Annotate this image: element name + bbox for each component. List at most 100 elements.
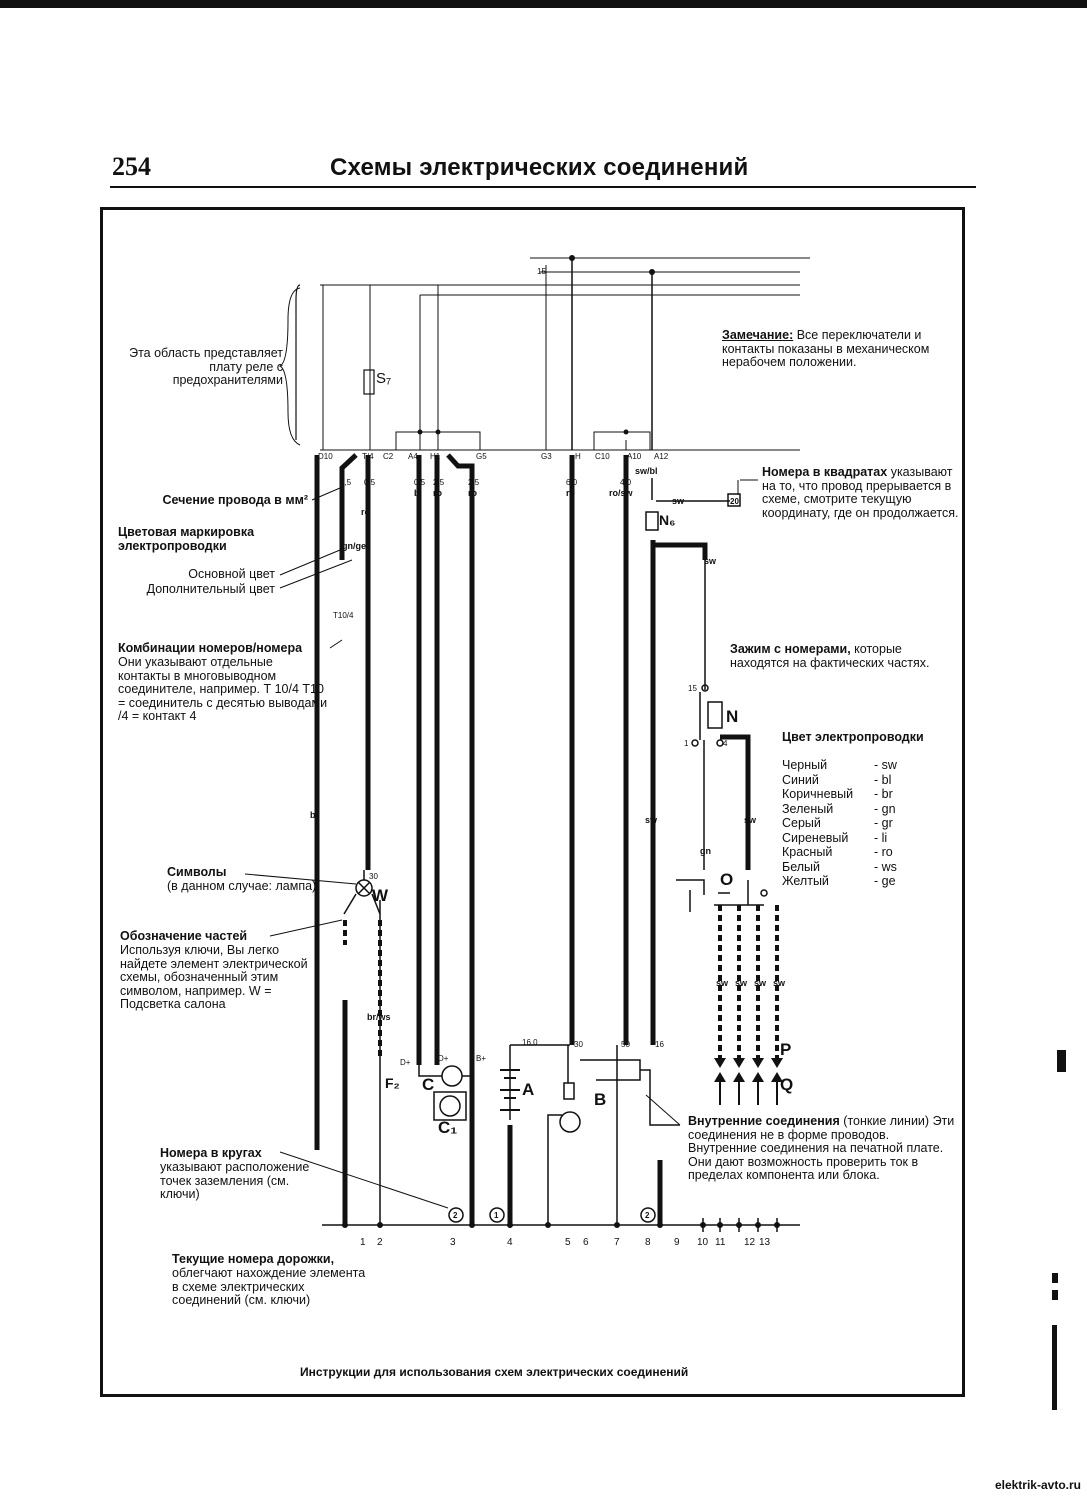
terminal-label: 16 <box>655 1040 664 1049</box>
clamp-block: Зажим с номерами, которые находятся на ф… <box>730 642 930 670</box>
color-row: Сиреневый- li <box>782 830 888 845</box>
terminal-label: 50 <box>621 1040 630 1049</box>
wire-code: sw <box>744 815 757 825</box>
margin-mark <box>1052 1273 1058 1283</box>
wire-code: ro <box>468 488 477 498</box>
wire-code: sw <box>754 978 767 988</box>
ground-label: 1 <box>494 1211 499 1220</box>
terminal-label: 30 <box>369 872 378 881</box>
symbols-text: (в данном случае: лампа) <box>167 879 317 893</box>
page-number: 254 <box>112 152 151 181</box>
tracks-text: облегчают нахождение элемента в схеме эл… <box>172 1266 366 1307</box>
main-color-label: Основной цвет <box>188 567 275 581</box>
pin-label: C2 <box>383 452 394 461</box>
color-row: Серый- gr <box>782 816 893 830</box>
wire-code: bl <box>414 488 422 498</box>
wire-code: gn/ge <box>342 541 366 551</box>
section-label: 6,0 <box>566 478 578 487</box>
wire-colors-title: Цвет электропроводки <box>782 730 924 744</box>
circles-title: Номера в кругах <box>160 1146 262 1160</box>
pin-label: A10 <box>627 452 642 461</box>
squares-title: Номера в квадратах <box>762 465 888 479</box>
terminal-label: 16,0 <box>522 1038 538 1047</box>
clamp-text: которые находятся на фактических частях. <box>730 642 930 670</box>
pin-label: H <box>575 452 581 461</box>
pin-label: D10 <box>318 452 333 461</box>
internal-sub: (тонкие линии) <box>843 1114 930 1128</box>
color-row: Белый- ws <box>782 859 897 874</box>
part-b: B <box>594 1090 607 1109</box>
section-label: 0,5 <box>364 478 376 487</box>
section-label: 2,5 <box>468 478 480 487</box>
parts-text: Используя ключи, Вы легко найдете элемен… <box>120 943 308 1011</box>
wire-code: gn <box>700 846 711 856</box>
track-number: 1 <box>360 1237 366 1248</box>
pin-label: T/4 <box>362 452 374 461</box>
part-c: C <box>422 1075 435 1094</box>
relay-n <box>645 511 724 747</box>
section-label: 0,5 <box>414 478 426 487</box>
part-c1: C₁ <box>438 1118 458 1137</box>
track-number: 3 <box>450 1237 456 1248</box>
relay-board <box>278 257 810 451</box>
terminal-label: 30 <box>574 1040 583 1049</box>
color-row: Синий- bl <box>782 772 892 787</box>
wire-colors-list: Черный- sw Синий- bl Коричневый- br Зеле… <box>782 758 897 889</box>
parts-title: Обозначение частей <box>120 929 248 943</box>
wire-section-label: Сечение провода в мм² <box>162 493 308 507</box>
margin-mark <box>1057 1050 1066 1072</box>
wire-code: sw/bl <box>635 466 658 476</box>
part-w: W <box>372 886 389 905</box>
part-a: A <box>522 1080 535 1099</box>
pin-label: G5 <box>476 452 487 461</box>
square-ref-number: 20 <box>730 497 739 506</box>
color-row: Красный- ro <box>782 845 893 859</box>
section-label: 0,5 <box>340 478 352 487</box>
battery <box>500 1044 570 1120</box>
diagram-frame <box>100 207 965 1397</box>
wire-code: sw <box>716 978 729 988</box>
ground-circles <box>448 1207 656 1223</box>
track-number: 8 <box>645 1237 651 1248</box>
terminal-label: 15 <box>688 684 697 693</box>
wire-code: sw <box>735 978 748 988</box>
part-p: P <box>780 1040 792 1059</box>
track-number: 10 <box>697 1237 709 1248</box>
color-row: Коричневый- br <box>782 787 893 801</box>
note-text: Все переключатели и контакты показаны в … <box>722 328 930 369</box>
part-q: Q <box>780 1075 794 1094</box>
terminal-15-label: 15 <box>537 267 546 276</box>
wire-code: sw <box>704 556 717 566</box>
connector-arrows <box>714 1058 783 1082</box>
footer-caption: Инструкции для использования схем электр… <box>300 1365 689 1379</box>
internal-title: Внутренние соединения <box>688 1114 840 1128</box>
switch-o <box>676 879 768 912</box>
ground-label: 2 <box>453 1211 458 1220</box>
internal-block: Внутренние соединения (тонкие линии) Эти… <box>688 1114 958 1183</box>
combo-text: Они указывают отдельные контакты в много… <box>118 655 328 723</box>
clamp-title: Зажим с номерами, <box>730 642 851 656</box>
section-label: 2,5 <box>433 478 445 487</box>
leader-lines <box>244 479 758 1209</box>
wire-code: ro <box>566 488 575 498</box>
terminal-label: D+ <box>400 1058 411 1067</box>
track-number: 13 <box>759 1237 771 1248</box>
section-label: 4,0 <box>620 478 632 487</box>
starter <box>559 1045 680 1133</box>
margin-mark <box>1052 1290 1058 1300</box>
color-row: Черный- sw <box>782 758 897 772</box>
connector-label: T10/4 <box>333 611 354 620</box>
track-number: 12 <box>744 1237 756 1248</box>
title-rule <box>110 186 976 188</box>
part-o: O <box>720 870 734 889</box>
track-number: 11 <box>715 1237 726 1248</box>
wire-code: ro <box>433 488 442 498</box>
margin-mark <box>1052 1325 1057 1410</box>
track-number: 6 <box>583 1237 589 1248</box>
track-number: 7 <box>614 1237 620 1248</box>
wire-code: sw <box>645 815 658 825</box>
top-border <box>0 0 1087 8</box>
part-n: N <box>726 707 739 726</box>
pin-label: C10 <box>595 452 610 461</box>
wire-code: br <box>310 810 319 820</box>
